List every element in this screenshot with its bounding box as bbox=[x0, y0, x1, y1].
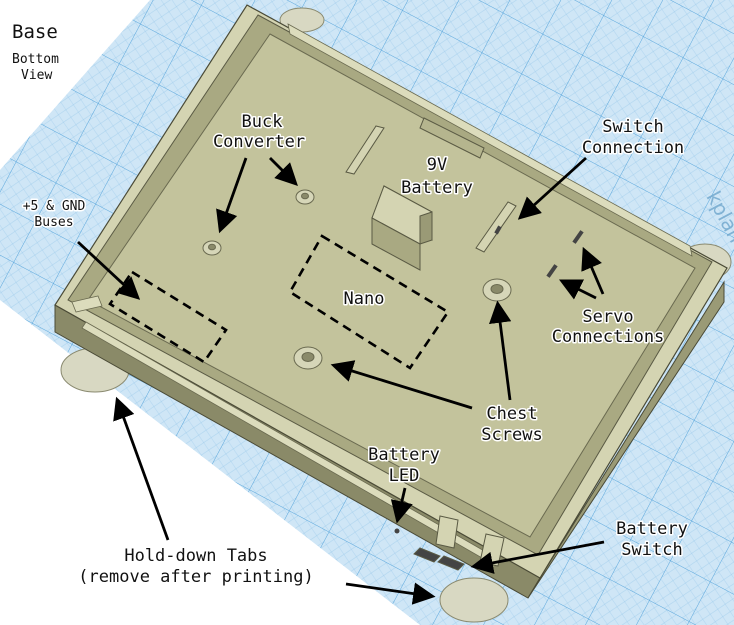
slot-top-left bbox=[345, 125, 385, 175]
label-switch-conn-line2: Connection bbox=[582, 138, 684, 158]
page-subtitle-line2: View bbox=[21, 68, 52, 83]
label-nano: Nano bbox=[344, 289, 385, 309]
arrow-servo-1 bbox=[581, 246, 605, 295]
page-title: Base bbox=[12, 21, 58, 43]
chest-screw-posts bbox=[293, 278, 512, 370]
label-batt-switch-line1: Battery bbox=[616, 519, 688, 539]
label-chest-line1: Chest bbox=[486, 404, 537, 424]
buck-standoffs bbox=[202, 189, 315, 256]
label-buses-line2: Buses bbox=[34, 215, 73, 230]
label-servo-line2: Connections bbox=[552, 327, 665, 347]
switch-header bbox=[475, 201, 517, 253]
arrow-battery-switch bbox=[470, 540, 605, 574]
page-subtitle-line1: Bottom bbox=[12, 52, 59, 67]
rail-left bbox=[71, 295, 103, 313]
arrow-chest-2 bbox=[330, 360, 473, 410]
rail-top bbox=[287, 23, 693, 257]
arrow-tabs-1 bbox=[113, 396, 170, 541]
label-led-line2: LED bbox=[389, 466, 420, 486]
label-batt-switch-line2: Switch bbox=[621, 540, 682, 560]
arrow-chest-1 bbox=[489, 300, 512, 401]
enclosure-side-right bbox=[527, 280, 725, 599]
base-enclosure bbox=[54, 4, 728, 599]
arrow-switch-connection bbox=[517, 156, 587, 220]
arrow-servo-2 bbox=[558, 279, 597, 300]
slot-top-center bbox=[419, 117, 485, 159]
arrow-battery-led bbox=[390, 487, 413, 524]
label-tabs-line2: (remove after printing) bbox=[78, 567, 313, 587]
nano-outline bbox=[288, 234, 450, 370]
arrow-buses bbox=[77, 240, 141, 300]
label-battery-line2: Battery bbox=[401, 178, 473, 198]
label-buck-line2: Converter bbox=[213, 132, 305, 152]
label-chest-line2: Screws bbox=[481, 425, 542, 445]
arrow-buck-1 bbox=[216, 157, 248, 234]
arrow-buck-2 bbox=[269, 157, 298, 186]
battery-bracket bbox=[371, 185, 433, 271]
arrow-tabs-2 bbox=[345, 582, 436, 605]
label-buck-line1: Buck bbox=[242, 112, 283, 132]
label-tabs-line1: Hold-down Tabs bbox=[124, 546, 267, 566]
label-switch-conn-line1: Switch bbox=[602, 117, 663, 137]
label-battery-line1: 9V bbox=[427, 155, 447, 175]
label-led-line1: Battery bbox=[368, 445, 440, 465]
battery-led-hole bbox=[394, 528, 400, 534]
label-buses-line1: +5 & GND bbox=[23, 199, 86, 214]
label-servo-line1: Servo bbox=[582, 307, 633, 327]
tab-disc-bottom bbox=[439, 577, 509, 623]
enclosure-floor bbox=[87, 33, 696, 538]
annotation-arrows bbox=[77, 156, 605, 605]
servo-headers bbox=[546, 230, 584, 278]
